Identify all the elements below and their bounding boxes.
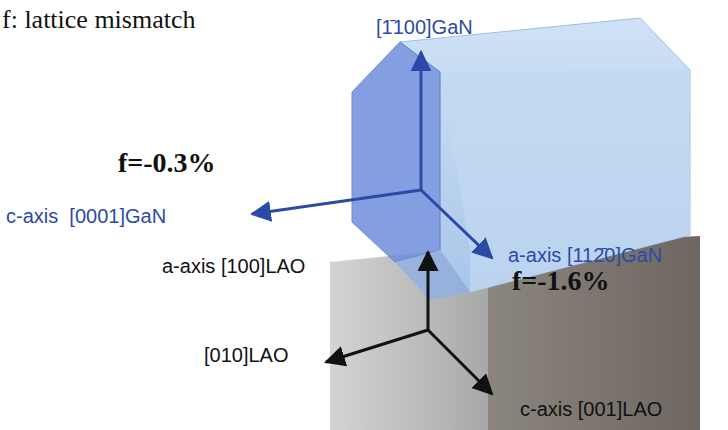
mismatch-value: f=-1.6% bbox=[512, 266, 610, 297]
lao-axes bbox=[326, 252, 492, 394]
axis-arrow bbox=[252, 190, 421, 214]
gan-axes bbox=[252, 52, 492, 258]
mismatch-value: f=-0.3% bbox=[118, 148, 216, 179]
lao-substrate bbox=[330, 236, 700, 430]
axis-arrow bbox=[421, 190, 492, 258]
substrate-right-face bbox=[488, 236, 700, 430]
axis-label: a-axis [100]LAO bbox=[162, 255, 305, 277]
axis-label: c-axis [0001]GaN bbox=[6, 205, 166, 227]
prism-front-face bbox=[440, 70, 690, 292]
axis-label: a-axis [112̄0]GaN bbox=[508, 244, 662, 266]
prism-side-faces bbox=[400, 18, 690, 292]
figure-title: f: lattice mismatch bbox=[2, 6, 196, 35]
axis-arrow bbox=[428, 330, 492, 394]
axis-label: c-axis [001]LAO bbox=[520, 398, 662, 420]
axis-arrow bbox=[427, 252, 430, 330]
axis-label: [1̄100]GaN bbox=[376, 16, 473, 38]
prism-bottom-face bbox=[395, 250, 470, 300]
gan-prism bbox=[352, 18, 690, 300]
prism-end-face bbox=[352, 42, 440, 262]
axis-label: [010]LAO bbox=[204, 344, 289, 366]
axis-arrow bbox=[420, 52, 423, 190]
axis-arrow bbox=[326, 330, 428, 362]
